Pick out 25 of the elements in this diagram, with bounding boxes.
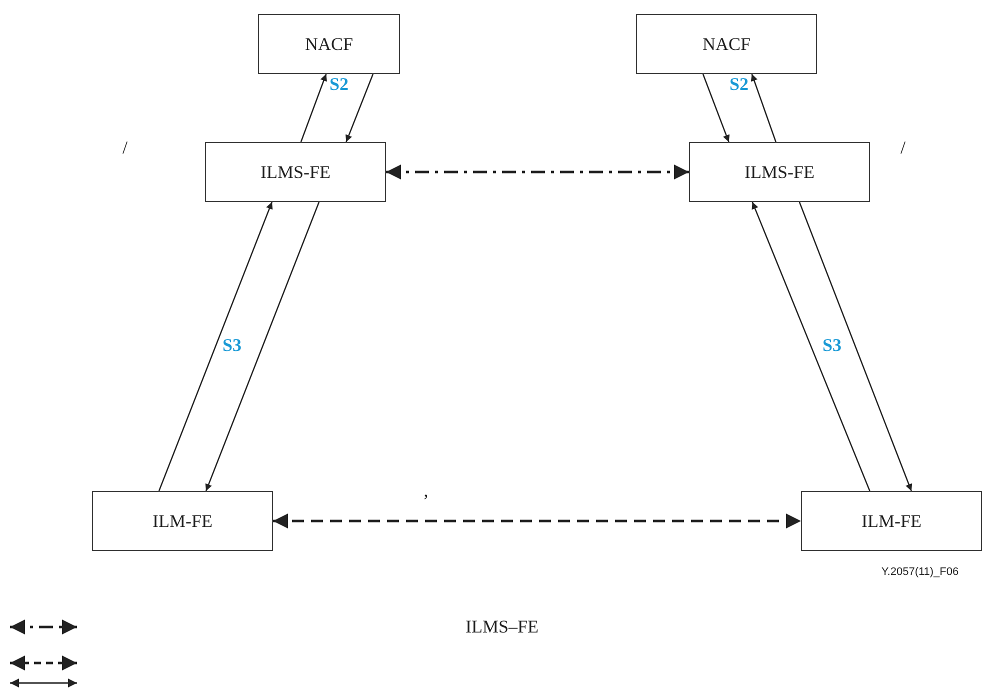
edge-label: S3 bbox=[222, 336, 242, 354]
note-text: / bbox=[122, 138, 128, 158]
arrow bbox=[300, 74, 327, 142]
arrow bbox=[386, 164, 689, 180]
edge-label: S3 bbox=[822, 336, 842, 354]
note-text: , bbox=[424, 480, 428, 502]
arrow bbox=[750, 74, 776, 142]
edge-label: S2 bbox=[730, 75, 748, 93]
arrow bbox=[702, 74, 730, 142]
figure-id: Y.2057(11)_F06 bbox=[881, 566, 959, 578]
process-box: ILMS-FE bbox=[205, 142, 386, 202]
note-text: / bbox=[900, 138, 906, 158]
arrow bbox=[798, 202, 912, 492]
process-box: ILM-FE bbox=[801, 491, 982, 551]
process-box: NACF bbox=[258, 14, 400, 74]
note-text: ILMS–FE bbox=[466, 616, 538, 638]
process-box: ILM-FE bbox=[92, 491, 273, 551]
arrow bbox=[273, 514, 801, 528]
edge-label: S2 bbox=[330, 75, 348, 93]
arrow bbox=[205, 202, 320, 492]
process-box: NACF bbox=[636, 14, 817, 74]
process-box: ILMS-FE bbox=[689, 142, 870, 202]
arrow bbox=[158, 202, 273, 492]
arrow bbox=[752, 202, 870, 492]
arrow bbox=[346, 74, 374, 142]
